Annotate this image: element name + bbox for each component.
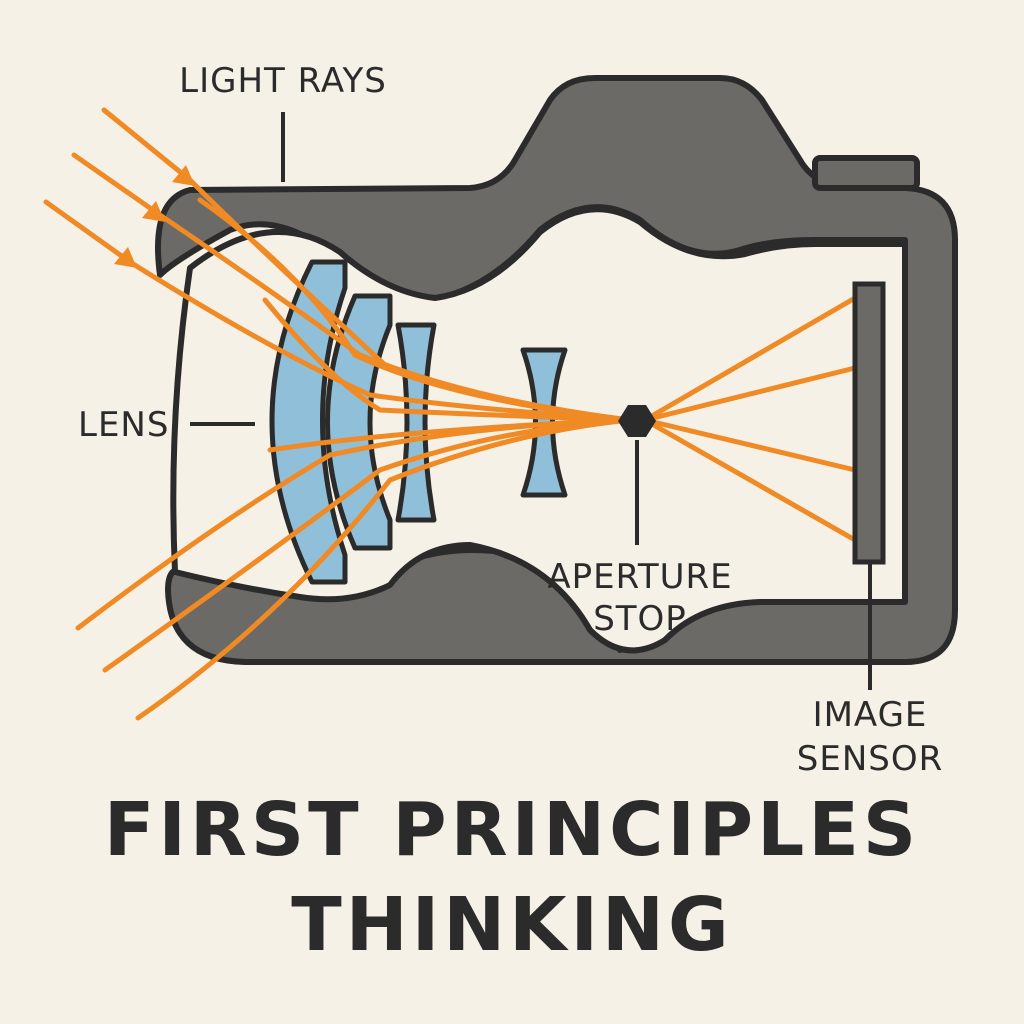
arrow-icon xyxy=(172,165,195,186)
light-ray xyxy=(102,417,633,673)
light-ray xyxy=(262,297,633,423)
ray-arrows xyxy=(114,165,195,268)
light-ray xyxy=(642,417,858,473)
hot-shoe xyxy=(812,155,920,191)
label-aperture-line2: STOP xyxy=(593,599,687,639)
light-ray xyxy=(642,295,858,423)
arrow-icon xyxy=(114,247,137,268)
light-ray xyxy=(135,417,633,721)
label-sensor-line2: SENSOR xyxy=(797,739,943,779)
arrow-icon xyxy=(142,201,165,222)
incoming-rays-top xyxy=(43,107,633,423)
light-ray xyxy=(197,197,633,423)
title-line2: THINKING xyxy=(291,882,732,968)
label-lens: LENS xyxy=(78,405,169,445)
hexagon-aperture-icon xyxy=(618,405,656,437)
light-ray xyxy=(267,417,633,453)
light-ray xyxy=(43,199,633,423)
title-line1: FIRST PRINCIPLES xyxy=(104,787,920,873)
incoming-rays-bottom xyxy=(75,417,633,721)
label-aperture-line1: APERTURE xyxy=(547,557,732,597)
light-ray xyxy=(642,365,858,423)
label-sensor-line1: IMAGE xyxy=(813,695,928,735)
outgoing-rays xyxy=(642,295,858,543)
leader-lines xyxy=(190,112,872,690)
light-ray xyxy=(642,417,858,543)
label-light-rays: LIGHT RAYS xyxy=(179,61,387,101)
lens-element-1 xyxy=(269,259,348,585)
image-sensor xyxy=(852,281,886,565)
